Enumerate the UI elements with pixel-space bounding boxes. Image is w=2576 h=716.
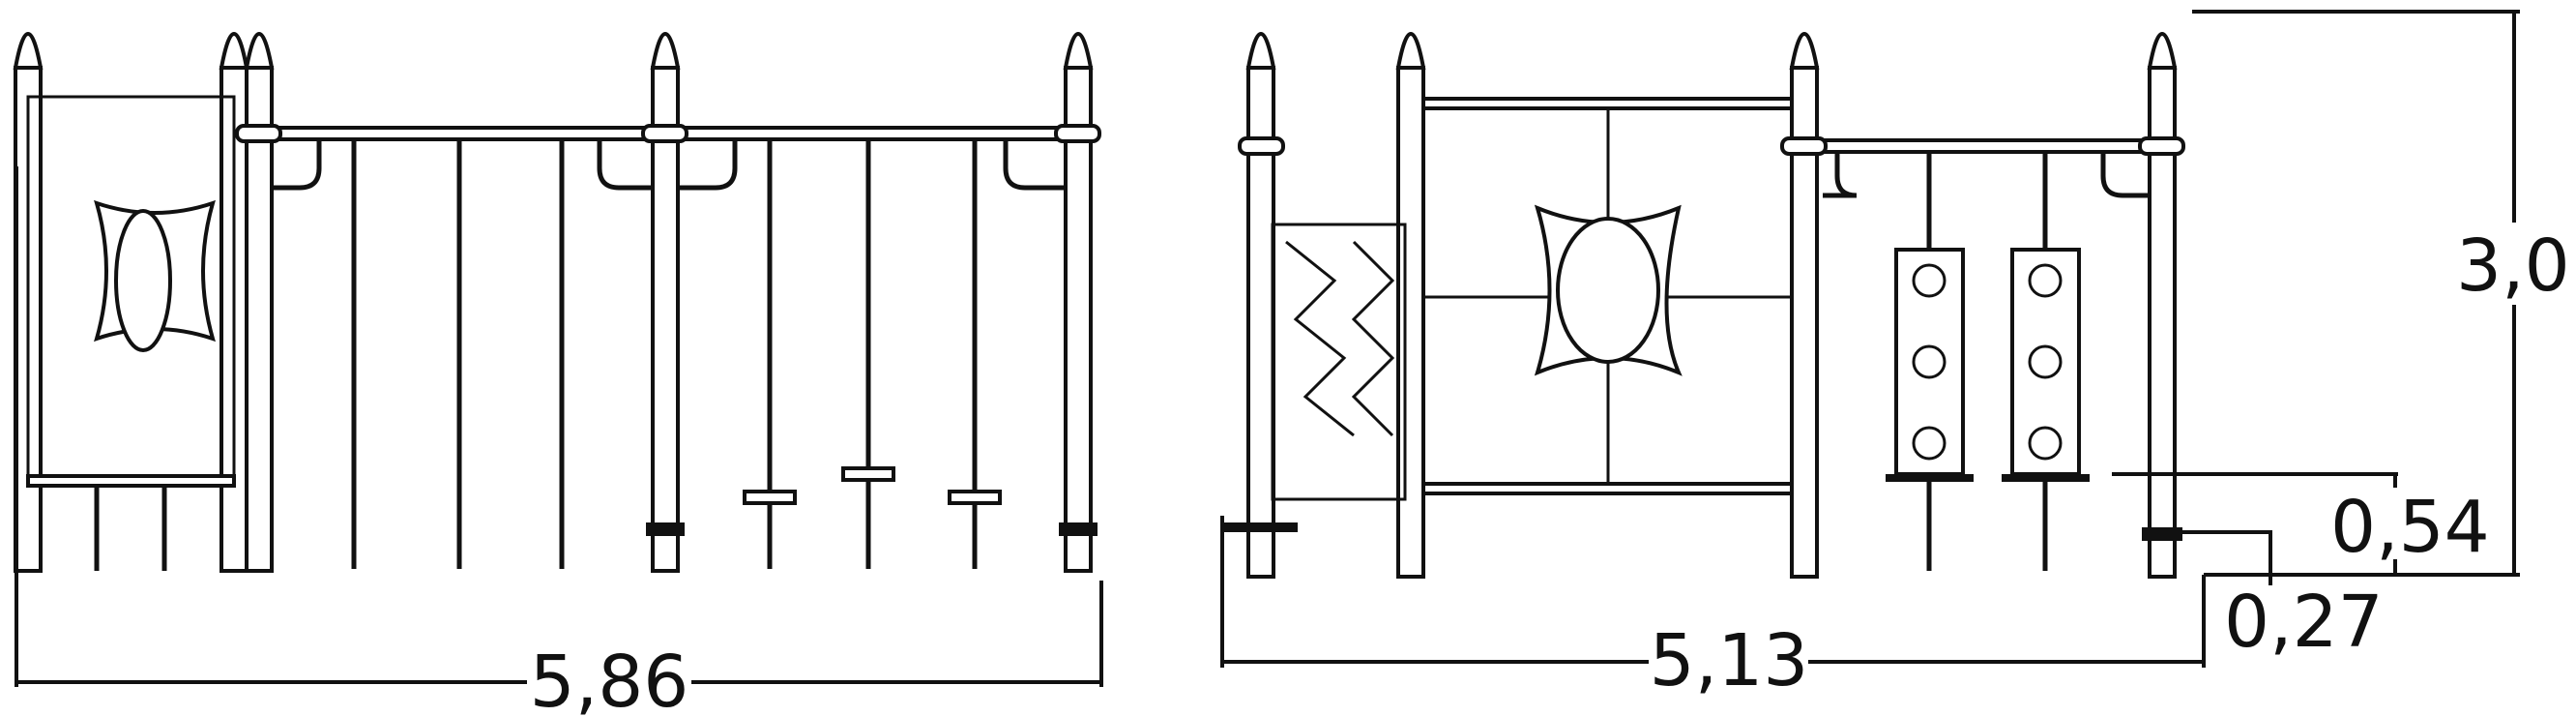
- handle-loop: [271, 139, 322, 191]
- post: [244, 32, 275, 573]
- clamp: [1238, 136, 1285, 156]
- width-dimension-right: 5,13: [1650, 619, 1809, 702]
- top-bar: [1815, 138, 2152, 154]
- spinner-roller: [2002, 152, 2090, 571]
- dimension-lines: 5,86 5,13 3,01 0,54 0,27: [15, 10, 2576, 716]
- climbing-wall: [1271, 223, 1407, 501]
- post: [650, 32, 681, 573]
- post-offset-dimension: 0,27: [2224, 581, 2384, 664]
- porthole: [114, 209, 172, 352]
- clamp: [1780, 136, 1828, 156]
- clamp: [2138, 136, 2185, 156]
- clamp: [641, 124, 688, 143]
- post: [1395, 32, 1426, 579]
- handle-loop: [597, 139, 653, 191]
- clamp: [235, 124, 282, 143]
- porthole: [1556, 217, 1660, 364]
- width-dimension-left: 5,86: [530, 641, 689, 716]
- post: [1063, 32, 1094, 573]
- spinner-roller: [1886, 152, 1974, 571]
- platform-height-dimension: 0,54: [2330, 486, 2490, 569]
- right-elevation-view: [1220, 32, 2185, 579]
- handle-loop: [1003, 139, 1066, 191]
- disc-swing: [841, 141, 895, 569]
- post: [1789, 32, 1820, 579]
- post: [1245, 32, 1276, 579]
- handle-loop: [679, 139, 738, 191]
- bottom-rail: [26, 474, 236, 488]
- disc-swing: [948, 141, 1002, 569]
- disc-swing: [743, 141, 797, 569]
- clamp: [1054, 124, 1101, 143]
- post: [2147, 32, 2178, 579]
- left-elevation-view: [13, 32, 1101, 573]
- height-dimension: 3,01: [2456, 224, 2576, 308]
